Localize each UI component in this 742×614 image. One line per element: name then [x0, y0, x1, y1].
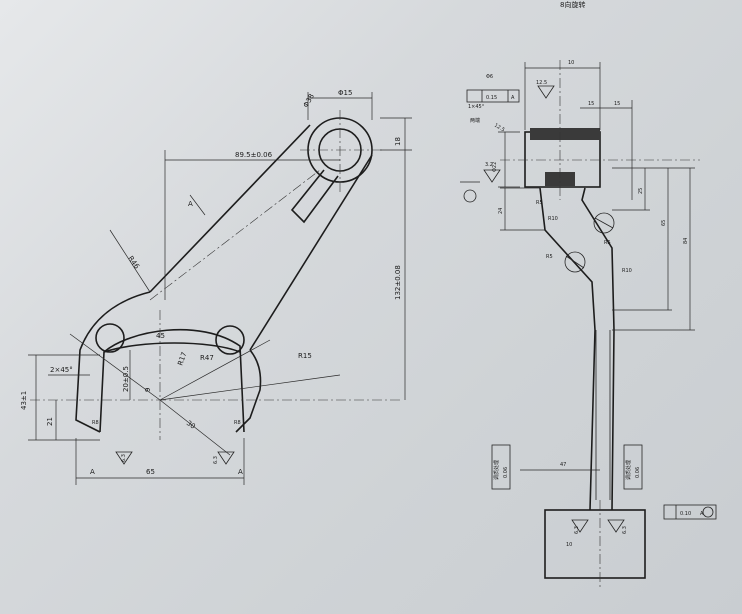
dim-r-r10b: R10 — [622, 268, 632, 274]
dim-r-25: 25 — [638, 188, 644, 194]
dim-r-rough-12-5: 12.5 — [536, 80, 547, 86]
rough-left: 6.3 — [121, 454, 127, 462]
dim-r-r10: R10 — [548, 216, 558, 222]
dim-r-top-width: 10 — [568, 60, 574, 66]
dim-r-rough-3-2: 3.2 — [485, 162, 493, 168]
gdt-top-datum: A — [511, 95, 515, 101]
gdt-bottom-datum: A — [700, 511, 704, 517]
hub-hatch-bottom — [545, 172, 575, 186]
dim-bottom-width: 65 — [146, 468, 155, 476]
header-note: 8向旋转 — [560, 0, 585, 9]
dim-r-chamfer: 1×45° — [468, 104, 485, 110]
dim-top-small: 18 — [394, 137, 402, 146]
dim-9: 9 — [144, 388, 152, 392]
rough-right: 6.3 — [213, 456, 219, 464]
dim-r-hole: Φ6 — [486, 74, 493, 80]
hub-hatch-top — [530, 128, 600, 140]
dim-r-r5b: R5 — [546, 254, 553, 260]
dim-top-dist: 89.5±0.06 — [235, 151, 273, 159]
dim-top-width: Φ15 — [338, 89, 352, 97]
dim-45: 45 — [156, 332, 165, 340]
dim-r-15b: 15 — [614, 101, 620, 107]
dim-r-inner: R47 — [200, 354, 214, 362]
gdt-left-value: 0.06 — [503, 467, 509, 478]
dim-inner-height: 20±0.5 — [122, 366, 130, 392]
gdt-top-value: 0.15 — [486, 95, 497, 101]
dim-r-65: 65 — [661, 220, 667, 226]
dim-r-r5c: R5 — [604, 240, 611, 246]
dim-r17: R17 — [176, 351, 188, 367]
bottom-label-a-right: A — [238, 468, 243, 476]
left-view: A Φ38 Φ15 89.5±0.06 18 132±0.08 R46 R15 … — [20, 89, 412, 485]
gdt-bottom-value: 0.10 — [680, 511, 691, 517]
dim-r-right: R15 — [298, 352, 312, 360]
base-outline — [544, 509, 646, 579]
rough-bottom-right: 6.3 — [622, 526, 628, 534]
dim-21: 21 — [46, 417, 54, 426]
dim-r-r5a: R5 — [536, 200, 543, 206]
gdt-right-note: 调质处理 — [625, 460, 632, 480]
dim-r-left: R46 — [126, 255, 141, 271]
dim-43: 43±1 — [20, 391, 28, 410]
rough-bottom-left: 6.3 — [574, 526, 580, 534]
dim-r-bore: Φ22 — [492, 162, 498, 172]
dim-r-84: 84 — [683, 238, 689, 244]
gdt-bottom-box — [663, 504, 717, 520]
dim-r-10-bottom: 10 — [566, 542, 572, 548]
dim-r-small-right: R8 — [234, 420, 241, 426]
dim-r-24: 24 — [498, 208, 504, 214]
dim-r-12-5b: 12.5 — [493, 123, 506, 134]
dim-30: 30 — [185, 419, 197, 431]
right-view: 10 Φ6 12.5 1×45° 0.15 A 15 15 两端 12.5 Φ2… — [460, 60, 717, 590]
dim-total-height: 132±0.08 — [394, 265, 402, 300]
dim-chamfer: 2×45° — [50, 366, 73, 374]
dim-top-hole: Φ38 — [302, 93, 316, 109]
dim-r-47: 47 — [560, 462, 566, 468]
note-both-ends: 两端 — [470, 117, 480, 124]
gdt-left-box — [491, 444, 511, 490]
gdt-right-value: 0.06 — [635, 467, 641, 478]
dim-r-15a: 15 — [588, 101, 594, 107]
gdt-top-box — [466, 89, 520, 103]
dim-r-small-left: R8 — [92, 420, 99, 426]
left-label-a-arrow: A — [188, 200, 193, 208]
bottom-label-a-left: A — [90, 468, 95, 476]
gdt-right-box — [623, 444, 643, 490]
gdt-left-note: 调质处理 — [493, 460, 500, 480]
